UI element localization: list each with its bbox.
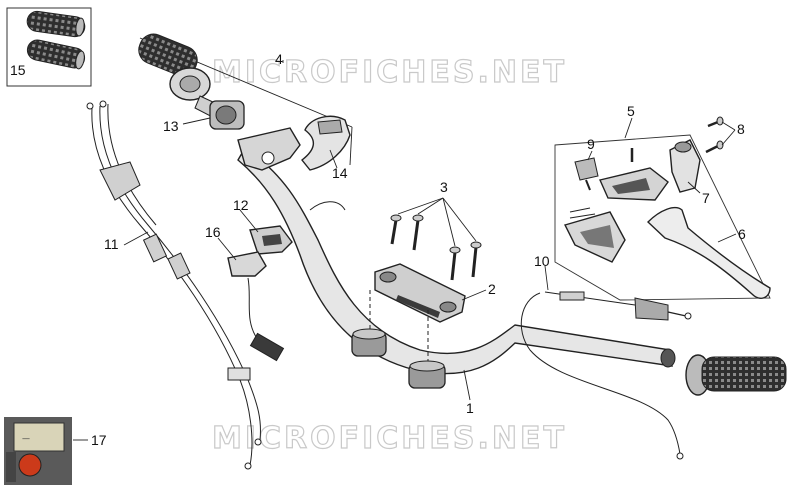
part-17-switch-photo: — <box>4 417 72 485</box>
callout-3: 3 <box>440 179 448 195</box>
watermark-top: MICROFICHES.NET <box>212 55 567 90</box>
part-3-bolts <box>390 197 482 281</box>
callout-9: 9 <box>587 136 595 152</box>
callout-5: 5 <box>627 103 635 119</box>
callout-10: 10 <box>534 253 550 269</box>
callout-11: 11 <box>104 236 119 252</box>
part-12-switch-cover <box>249 225 293 255</box>
part-11-throttle-cables <box>86 100 262 470</box>
part-16-kill-switch <box>227 251 285 362</box>
watermark-bottom: MICROFICHES.NET <box>212 421 567 456</box>
part-9-switch <box>574 157 599 191</box>
part-1-handlebar <box>237 147 676 375</box>
callout-16: 16 <box>205 224 221 240</box>
callout-7: 7 <box>702 190 710 206</box>
callout-1: 1 <box>466 400 474 416</box>
callout-17: 17 <box>91 432 107 448</box>
callout-15: 15 <box>10 62 26 78</box>
leader-lines <box>73 60 737 441</box>
callout-13: 13 <box>163 118 179 134</box>
callout-14: 14 <box>332 165 348 181</box>
part-15-grips-inset <box>6 7 92 87</box>
part-10-clutch-cable <box>520 291 692 460</box>
handlebar-risers <box>351 290 446 389</box>
right-grip <box>685 354 787 396</box>
svg-text:—: — <box>22 434 30 443</box>
part-7-clamp <box>669 139 701 193</box>
callout-12: 12 <box>233 197 249 213</box>
callout-6: 6 <box>738 226 746 242</box>
part-8-screws <box>705 116 724 154</box>
callout-8: 8 <box>737 121 745 137</box>
hot-start-lever <box>563 207 626 263</box>
part-2-handlebar-clamp <box>374 263 466 323</box>
part-14-throttle-clamp <box>301 115 351 171</box>
callout-2: 2 <box>488 281 496 297</box>
throttle-housing <box>237 127 301 171</box>
clutch-perch <box>599 148 669 201</box>
part-6-clutch-lever <box>646 206 771 299</box>
callout-4: 4 <box>275 51 283 67</box>
part-13-throttle-ring <box>209 100 245 130</box>
part-5-clutch-assembly-box <box>554 117 771 301</box>
part-4-throttle-grip <box>138 33 353 166</box>
